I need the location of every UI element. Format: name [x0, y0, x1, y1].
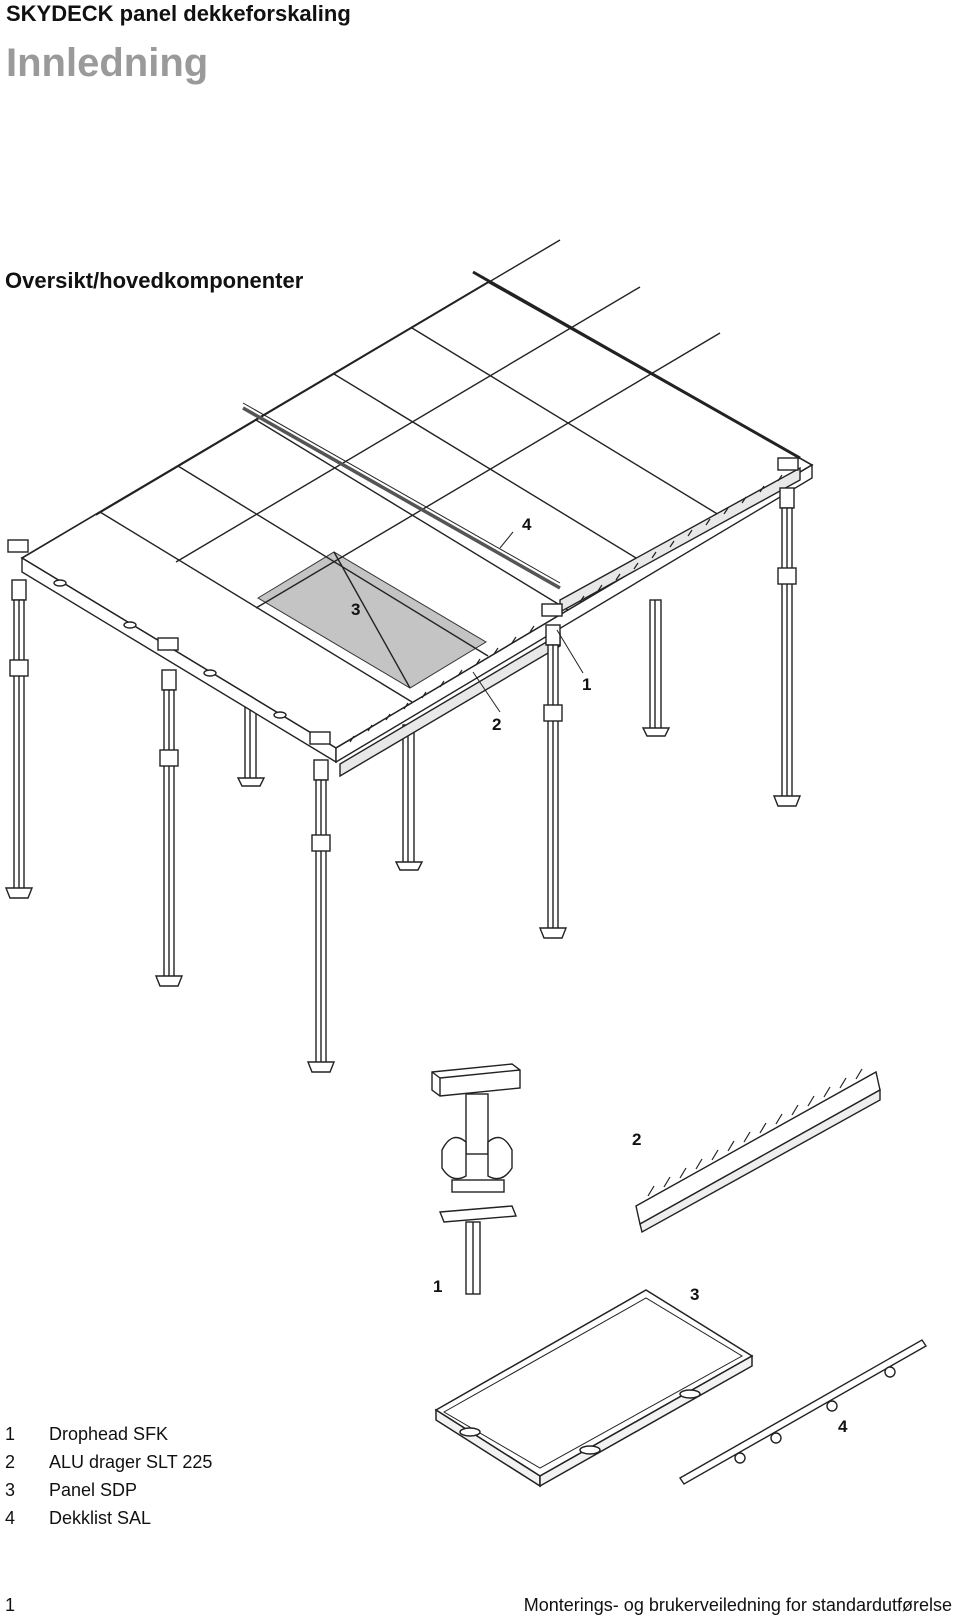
main-assembly-drawing — [4, 239, 814, 1073]
legend-item: 2 ALU drager SLT 225 — [5, 1448, 212, 1476]
prop-middle-right — [538, 603, 568, 939]
section-title: Oversikt/hovedkomponenter — [5, 268, 304, 293]
legend-number: 3 — [5, 1480, 16, 1500]
legend-number: 2 — [5, 1452, 16, 1472]
callout-detail-3: 3 — [690, 1285, 699, 1304]
legend-item: 1 Drophead SFK — [5, 1420, 212, 1448]
product-title: SKYDECK panel dekkeforskaling — [6, 1, 351, 26]
legend-label: ALU drager SLT 225 — [49, 1452, 213, 1472]
legend-label: Drophead SFK — [49, 1424, 169, 1444]
page-number: 1 — [5, 1595, 16, 1615]
prop-back-right — [641, 599, 671, 737]
prop-front-corner — [306, 731, 336, 1073]
callout-detail-4: 4 — [838, 1417, 848, 1436]
beam-detail-drawing — [635, 1068, 881, 1234]
prop-far-right — [772, 457, 802, 807]
legend-item: 4 Dekklist SAL — [5, 1504, 212, 1532]
legend-item: 3 Panel SDP — [5, 1476, 212, 1504]
legend-number: 1 — [5, 1424, 16, 1444]
drophead-detail-drawing — [431, 1063, 521, 1295]
document-header: SKYDECK panel dekkeforskaling Innledning — [6, 0, 351, 86]
deck-panels — [20, 239, 814, 749]
document-title: Monterings- og brukerveiledning for stan… — [523, 1595, 952, 1615]
legend-label: Dekklist SAL — [49, 1508, 152, 1528]
chapter-title: Innledning — [6, 41, 209, 85]
callout-detail-1: 1 — [433, 1277, 442, 1296]
prop-back-mid — [394, 724, 424, 871]
callout-main-1: 1 — [582, 675, 591, 694]
front-beams — [21, 463, 813, 778]
callout-main-4: 4 — [522, 515, 532, 534]
prop-front-left — [4, 539, 34, 899]
legend-label: Panel SDP — [49, 1480, 138, 1500]
legend-number: 4 — [5, 1508, 16, 1528]
callout-main-2: 2 — [492, 715, 501, 734]
seam-strip-detail-drawing — [679, 1339, 927, 1485]
callout-detail-2: 2 — [632, 1130, 641, 1149]
panel-detail-drawing — [434, 1289, 754, 1488]
prop-front-mid — [154, 637, 184, 987]
callout-main-3: 3 — [351, 600, 360, 619]
component-legend: 1 Drophead SFK 2 ALU drager SLT 225 3 Pa… — [5, 1420, 212, 1532]
